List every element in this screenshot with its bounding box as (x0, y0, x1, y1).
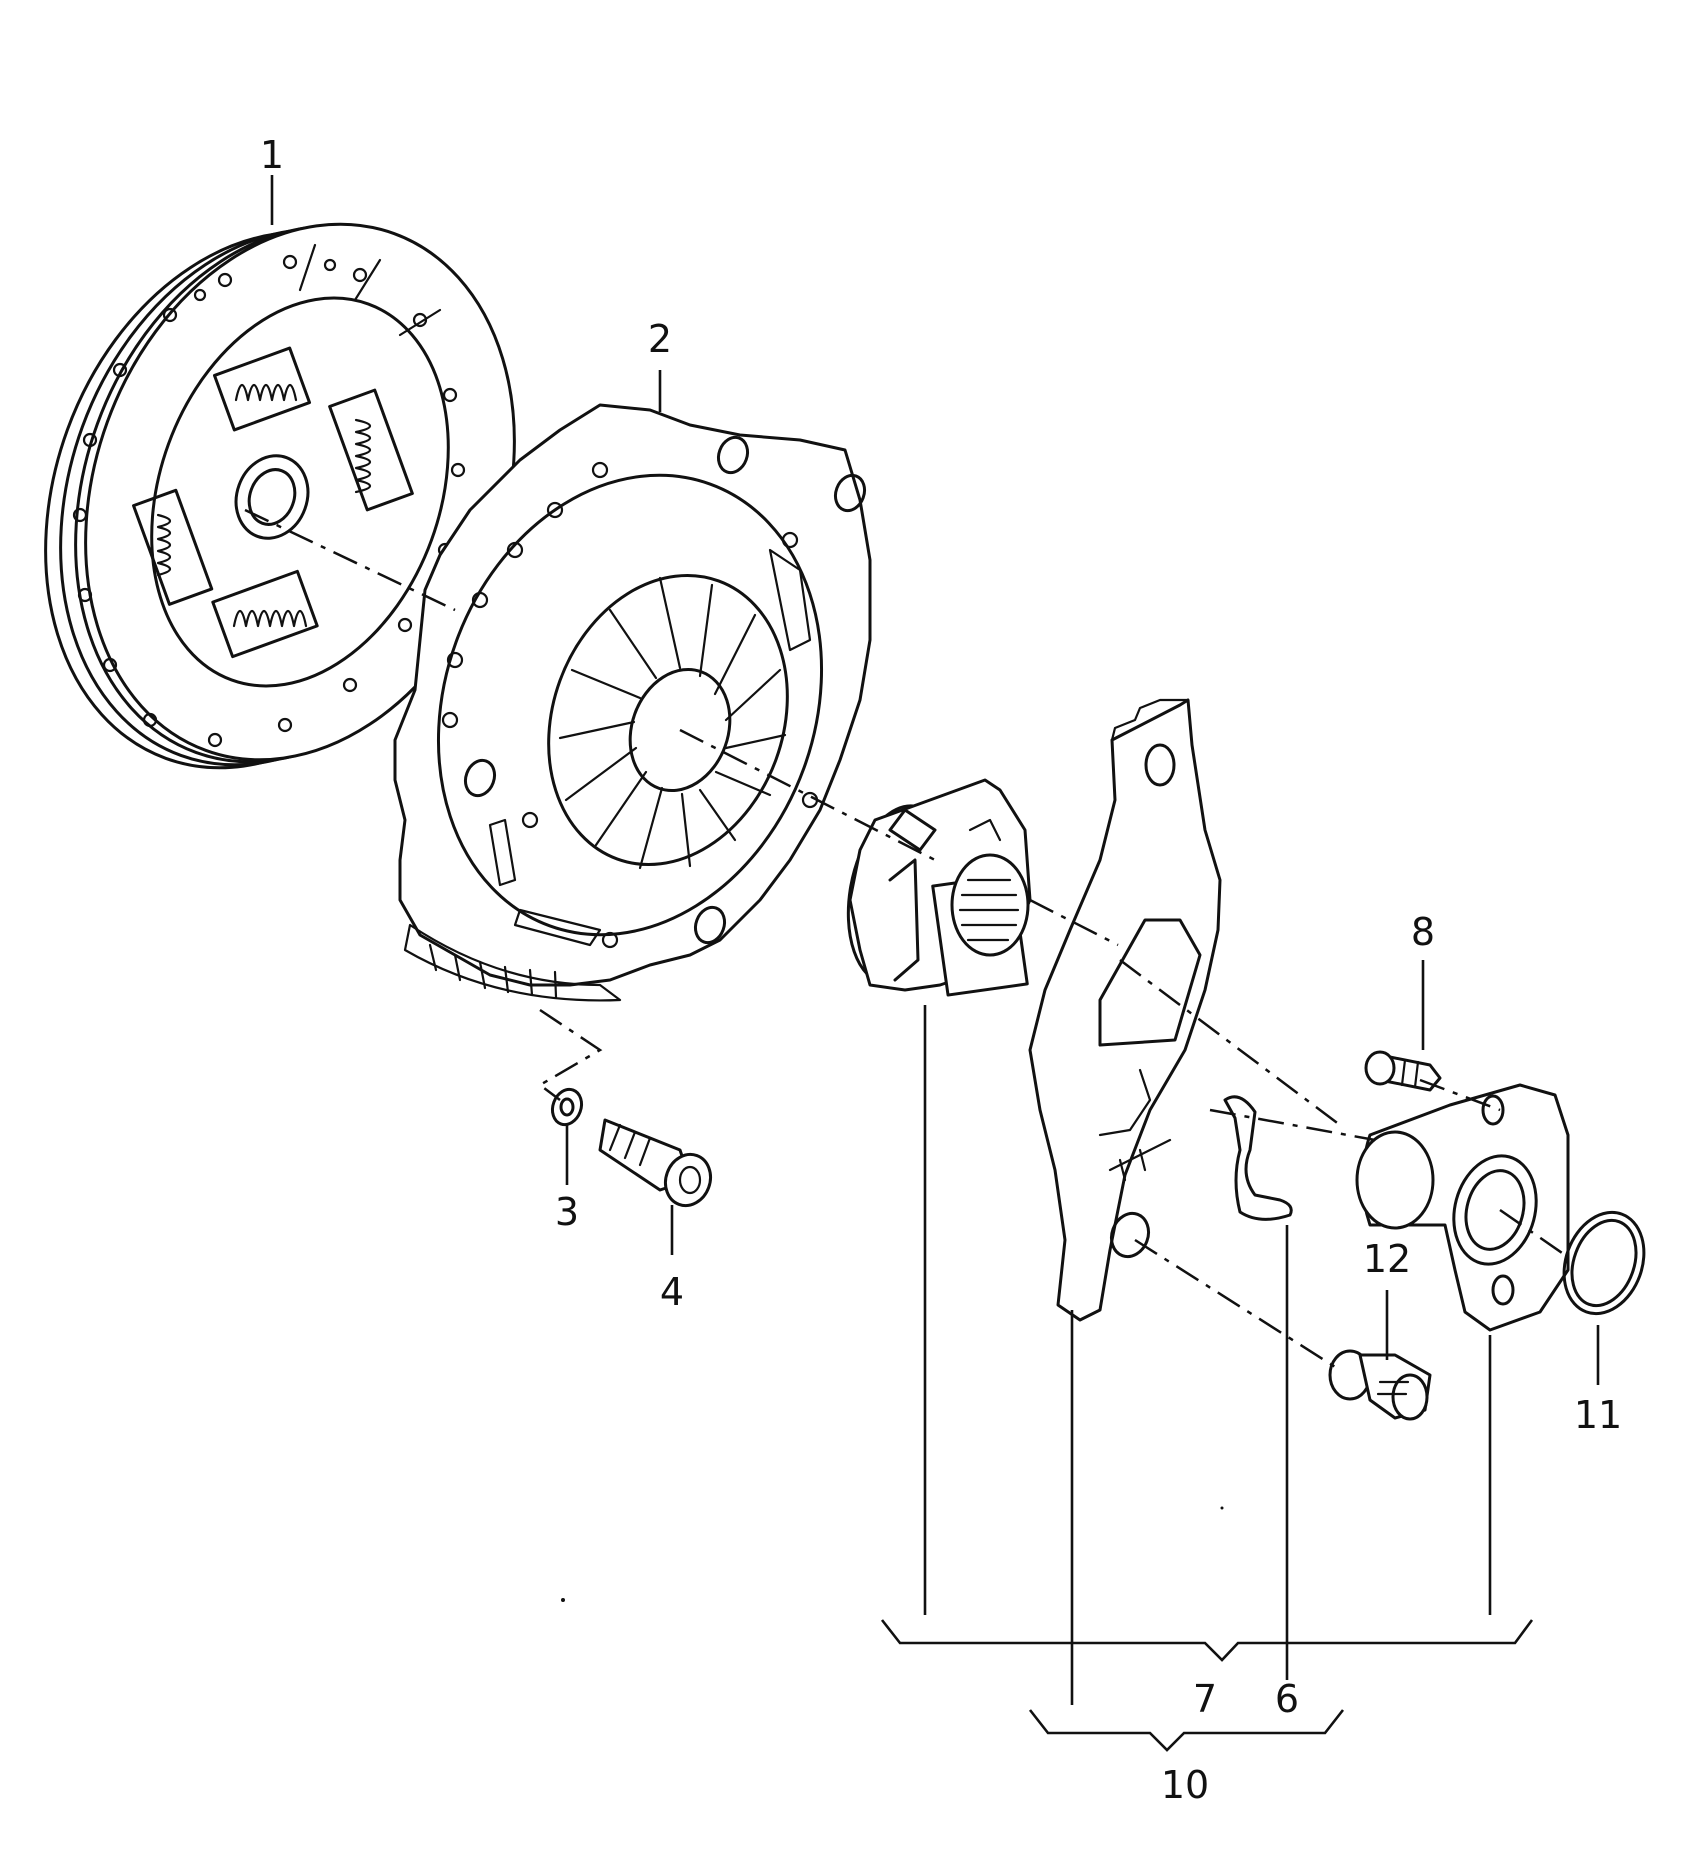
release-bearing (846, 778, 1032, 997)
callout-12: 12 (1363, 1237, 1411, 1281)
washer-3 (550, 1087, 584, 1127)
callout-6: 6 (1275, 1677, 1299, 1721)
bracket-7 (880, 1619, 1534, 1662)
pivot-bolt-12 (1328, 1349, 1432, 1421)
clip-spring (1223, 1095, 1293, 1221)
guide-sleeve (1355, 1083, 1570, 1332)
callout-10: 10 (1161, 1763, 1209, 1807)
release-lever (1028, 698, 1222, 1322)
bolt-4 (598, 1118, 713, 1208)
callout-11: 11 (1574, 1393, 1622, 1437)
bracket-10 (1028, 1709, 1345, 1752)
assembly-axis-lines (244, 508, 1566, 1372)
leader-lines (270, 175, 1600, 1705)
callout-4: 4 (660, 1270, 684, 1314)
clutch-disc (44, 222, 516, 770)
o-ring (1562, 1210, 1646, 1316)
pressure-plate (393, 403, 872, 1002)
speck (561, 1598, 565, 1602)
callout-8: 8 (1411, 910, 1435, 954)
callout-3: 3 (555, 1190, 579, 1234)
callout-2: 2 (648, 317, 672, 361)
speck (1220, 1506, 1224, 1510)
callout-7: 7 (1193, 1677, 1217, 1721)
callout-1: 1 (260, 133, 284, 177)
